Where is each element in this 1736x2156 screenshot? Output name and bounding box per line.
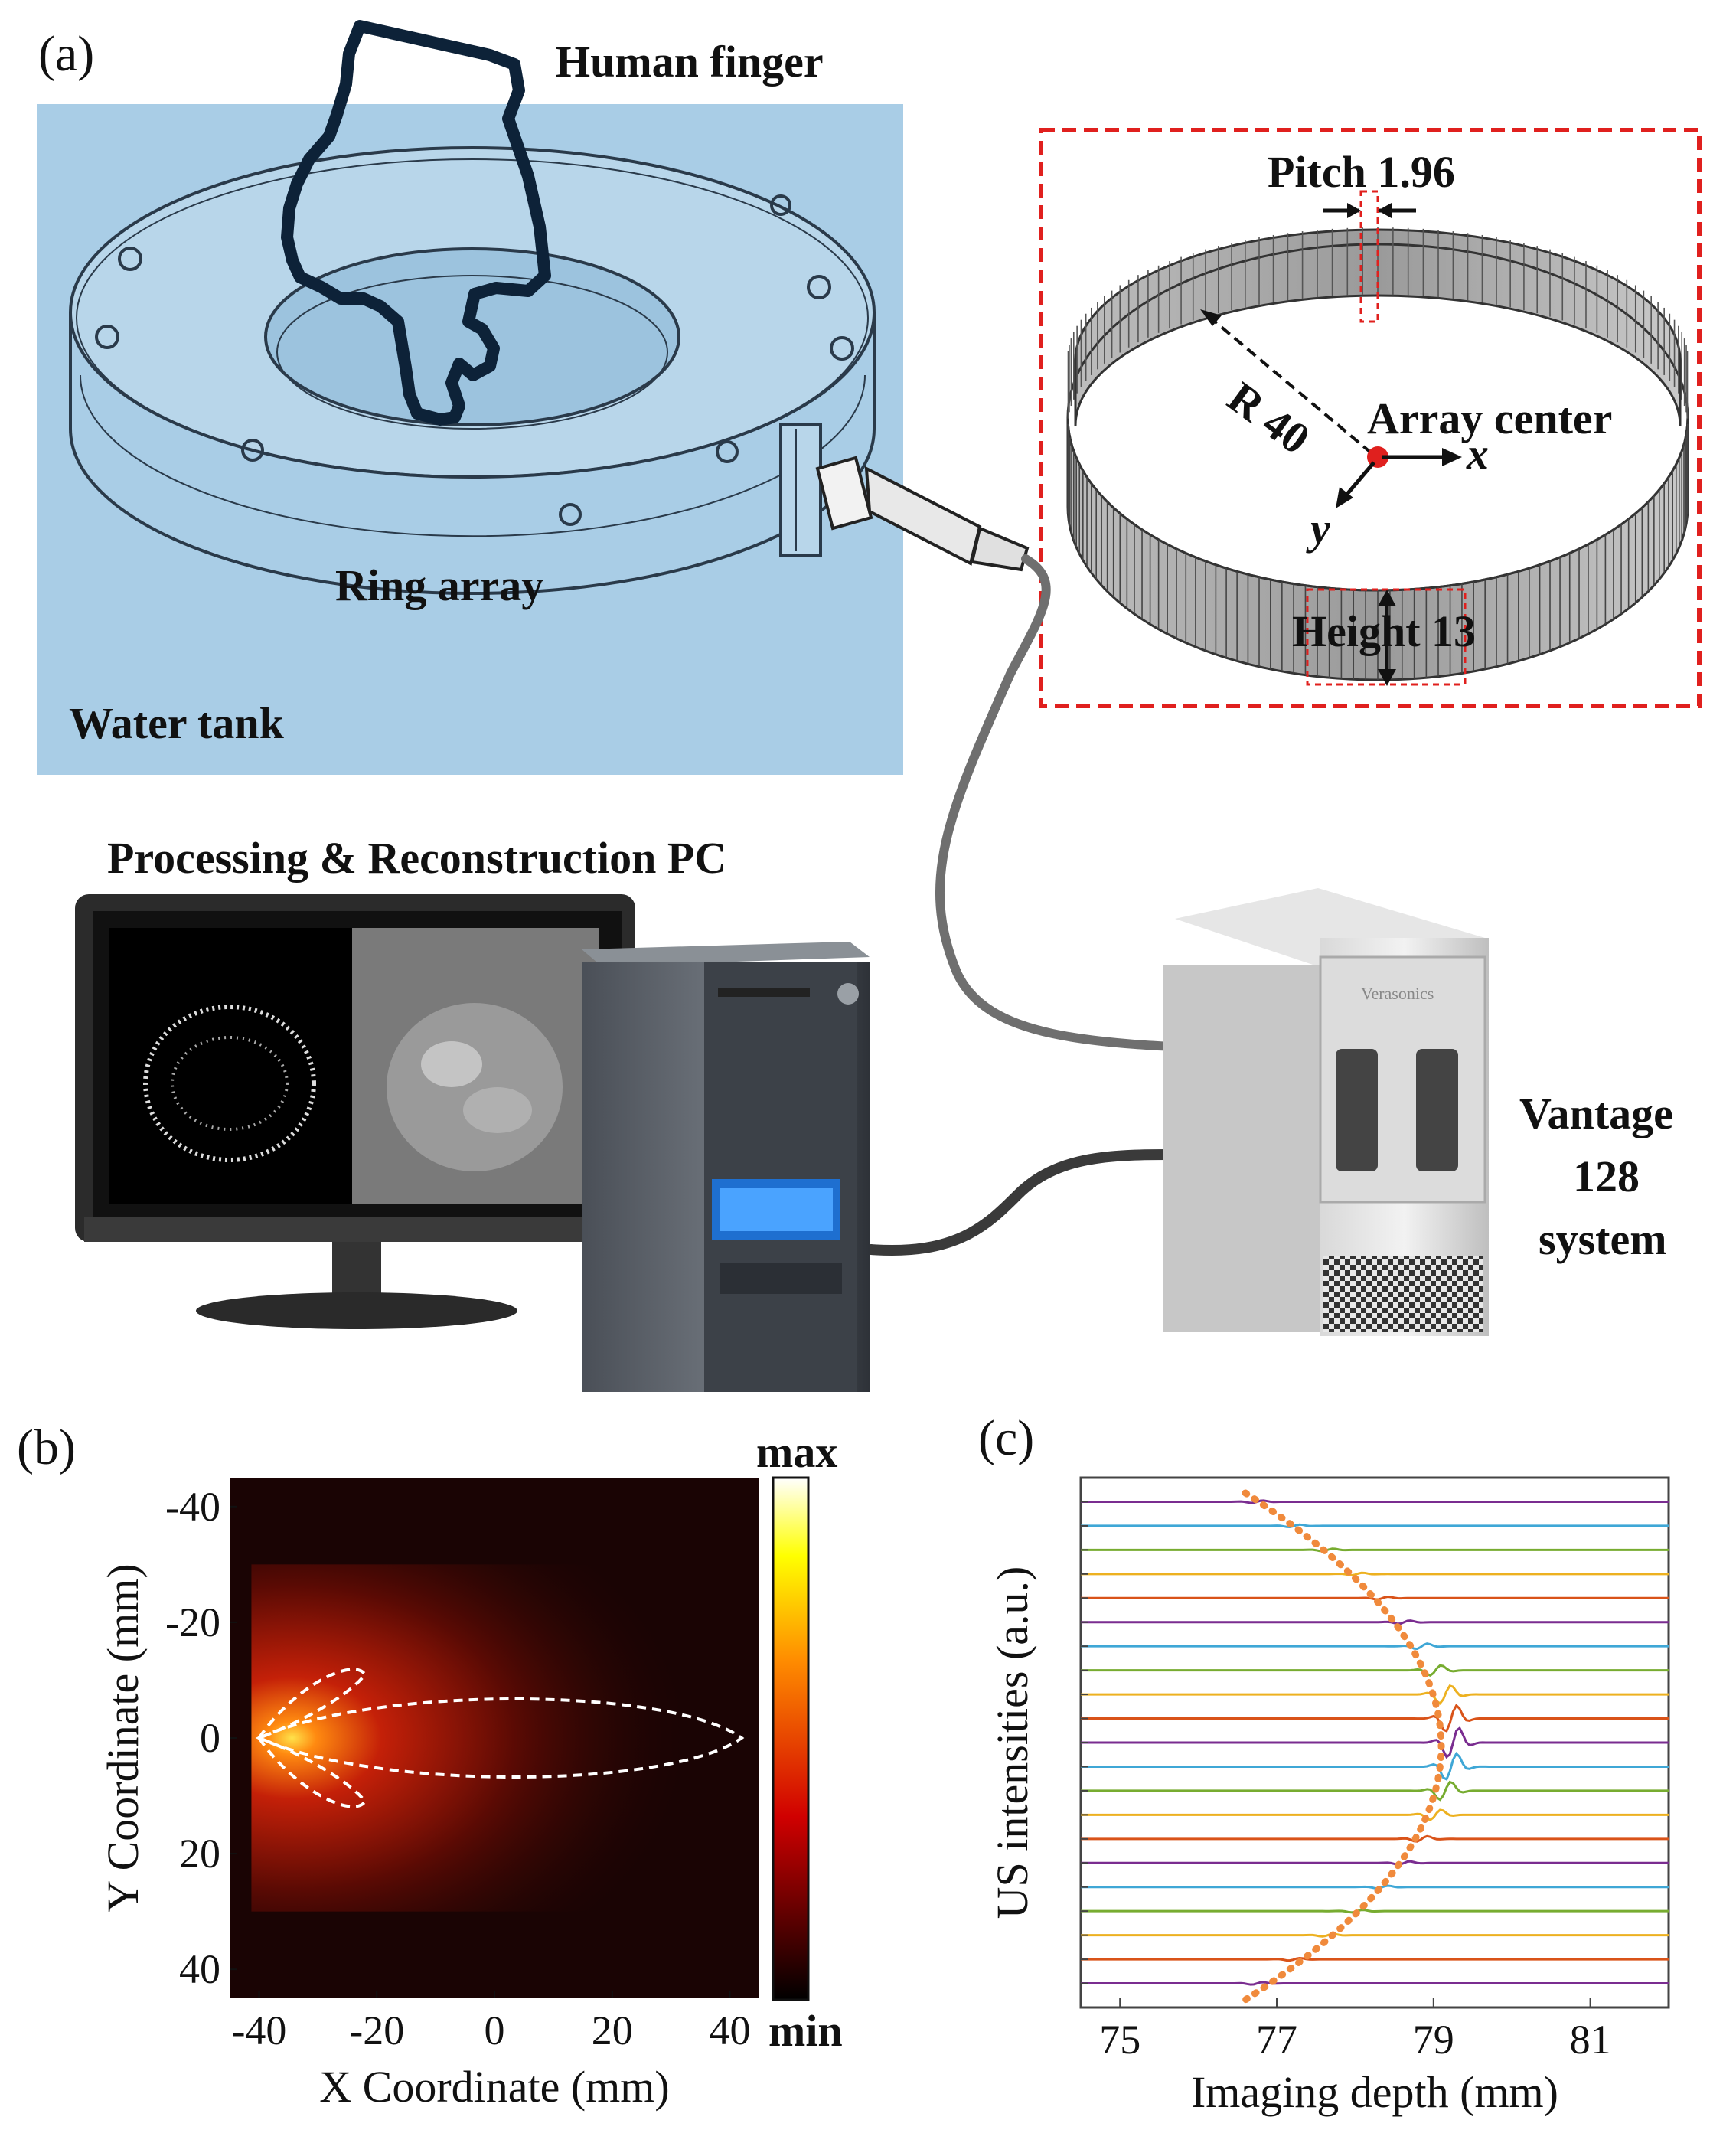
us-trace xyxy=(1081,1884,1669,1890)
heatmap-x-tick-label: 40 xyxy=(710,2007,751,2053)
height-marker xyxy=(1306,588,1467,686)
human-finger-outline xyxy=(281,20,551,426)
heatmap-plot: -40 -20 0 20 40 -40 -20 0 20 40 xyxy=(165,1478,759,2053)
heatmap-x-tick-label: 0 xyxy=(485,2007,505,2053)
main-lobe-outline xyxy=(255,1697,745,1779)
panel-b-label: (b) xyxy=(17,1419,76,1475)
heatmap-beam xyxy=(251,1564,759,1912)
finger-us-image xyxy=(143,1004,316,1162)
us-trace xyxy=(1081,1981,1669,1986)
heatmap-x-title: X Coordinate (mm) xyxy=(319,2062,669,2112)
panel-a-label: (a) xyxy=(38,26,94,82)
us-trace xyxy=(1081,1834,1669,1843)
vantage-system: Verasonics xyxy=(1163,888,1489,1336)
y-axis-label: y xyxy=(1306,504,1330,554)
heatmap-y-tick-label: -20 xyxy=(165,1599,220,1645)
panel-b: (b) -40 -20 0 20 40 -40 -20 0 20 40 X Coordinate… xyxy=(17,1419,843,2112)
pitch-label: Pitch 1.96 xyxy=(1268,147,1455,197)
us-trace xyxy=(1081,1956,1669,1962)
us-trace xyxy=(1081,1499,1669,1504)
fit-curve xyxy=(1242,1489,1445,2004)
us-trace xyxy=(1081,1684,1669,1705)
radius-label: R 40 xyxy=(1219,372,1319,464)
trace-x-tick-label: 77 xyxy=(1256,2017,1297,2063)
us-trace xyxy=(1081,1726,1669,1759)
heatmap-x-ticks: -40 -20 0 20 40 xyxy=(231,1991,751,2053)
ring-array-label: Ring array xyxy=(335,560,543,610)
colorbar-max-label: max xyxy=(756,1427,837,1477)
trace-x-tick-label: 79 xyxy=(1413,2017,1454,2063)
probe-cable xyxy=(935,554,1367,1061)
trace-x-tick-label: 81 xyxy=(1570,2017,1611,2063)
height-label: Height 13 xyxy=(1292,606,1476,656)
heatmap-x-tick-label: -40 xyxy=(231,2007,286,2053)
us-traces xyxy=(1081,1499,1669,1986)
sos-image xyxy=(387,1003,563,1171)
traces-x-ticks: 75 77 79 81 xyxy=(1099,1998,1611,2063)
vantage-line3: system xyxy=(1539,1214,1667,1264)
pitch-marker xyxy=(1323,190,1416,323)
us-trace xyxy=(1081,1932,1669,1938)
us-trace xyxy=(1081,1547,1669,1553)
trace-x-tick-label: 75 xyxy=(1099,2017,1140,2063)
us-trace xyxy=(1081,1619,1669,1625)
us-trace xyxy=(1081,1704,1669,1733)
traces-y-title: US intensities (a.u.) xyxy=(987,1566,1037,1919)
us-trace xyxy=(1081,1751,1669,1781)
heatmap-y-tick-label: 0 xyxy=(200,1715,220,1761)
heatmap-y-title: Y Coordinate (mm) xyxy=(98,1563,148,1912)
panel-c-label: (c) xyxy=(978,1410,1034,1466)
us-trace xyxy=(1081,1664,1669,1677)
water-tank-label: Water tank xyxy=(69,698,285,748)
us-trace xyxy=(1081,1808,1669,1821)
human-finger-label: Human finger xyxy=(556,37,824,87)
array-center-label: Array center xyxy=(1367,394,1612,443)
x-axis-label: x xyxy=(1466,429,1489,479)
pc-cable xyxy=(866,1149,1176,1256)
vantage-brand: Verasonics xyxy=(1361,984,1434,1003)
radius-arrow xyxy=(1200,309,1373,455)
heatmap-x-tick-label: -20 xyxy=(349,2007,404,2053)
panel-c: (c) 75 77 79 81 Imaging depth (mm) US inten… xyxy=(978,1410,1670,2117)
vantage-line2: 128 xyxy=(1573,1152,1640,1201)
colorbar xyxy=(772,1476,810,2001)
center-axes xyxy=(1336,448,1462,508)
heatmap-y-ticks: -40 -20 0 20 40 xyxy=(165,1484,237,1992)
heatmap-y-tick-label: 40 xyxy=(179,1946,220,1992)
heatmap-y-tick-label: 20 xyxy=(179,1831,220,1877)
us-trace xyxy=(1081,1571,1669,1576)
us-trace xyxy=(1081,1860,1669,1866)
us-trace xyxy=(1081,1523,1669,1528)
us-trace xyxy=(1081,1780,1669,1802)
us-trace xyxy=(1081,1596,1669,1601)
panel-a: (a) xyxy=(37,20,1702,1392)
traces-x-title: Imaging depth (mm) xyxy=(1191,2067,1558,2117)
us-trace xyxy=(1081,1909,1669,1914)
side-lobe-upper xyxy=(255,1668,367,1742)
us-trace xyxy=(1081,1642,1669,1651)
ring-band xyxy=(1066,227,1689,681)
vantage-line1: Vantage xyxy=(1519,1089,1673,1138)
ring-detail-frame xyxy=(1039,128,1702,708)
probe-connector xyxy=(815,456,1030,572)
colorbar-min-label: min xyxy=(768,2006,843,2056)
monitor xyxy=(75,894,635,1329)
pc-tower xyxy=(582,942,870,1392)
heatmap-y-tick-label: -40 xyxy=(165,1484,220,1530)
heatmap-x-tick-label: 20 xyxy=(592,2007,633,2053)
pc-label: Processing & Reconstruction PC xyxy=(107,833,726,883)
side-lobe-lower xyxy=(255,1734,367,1808)
